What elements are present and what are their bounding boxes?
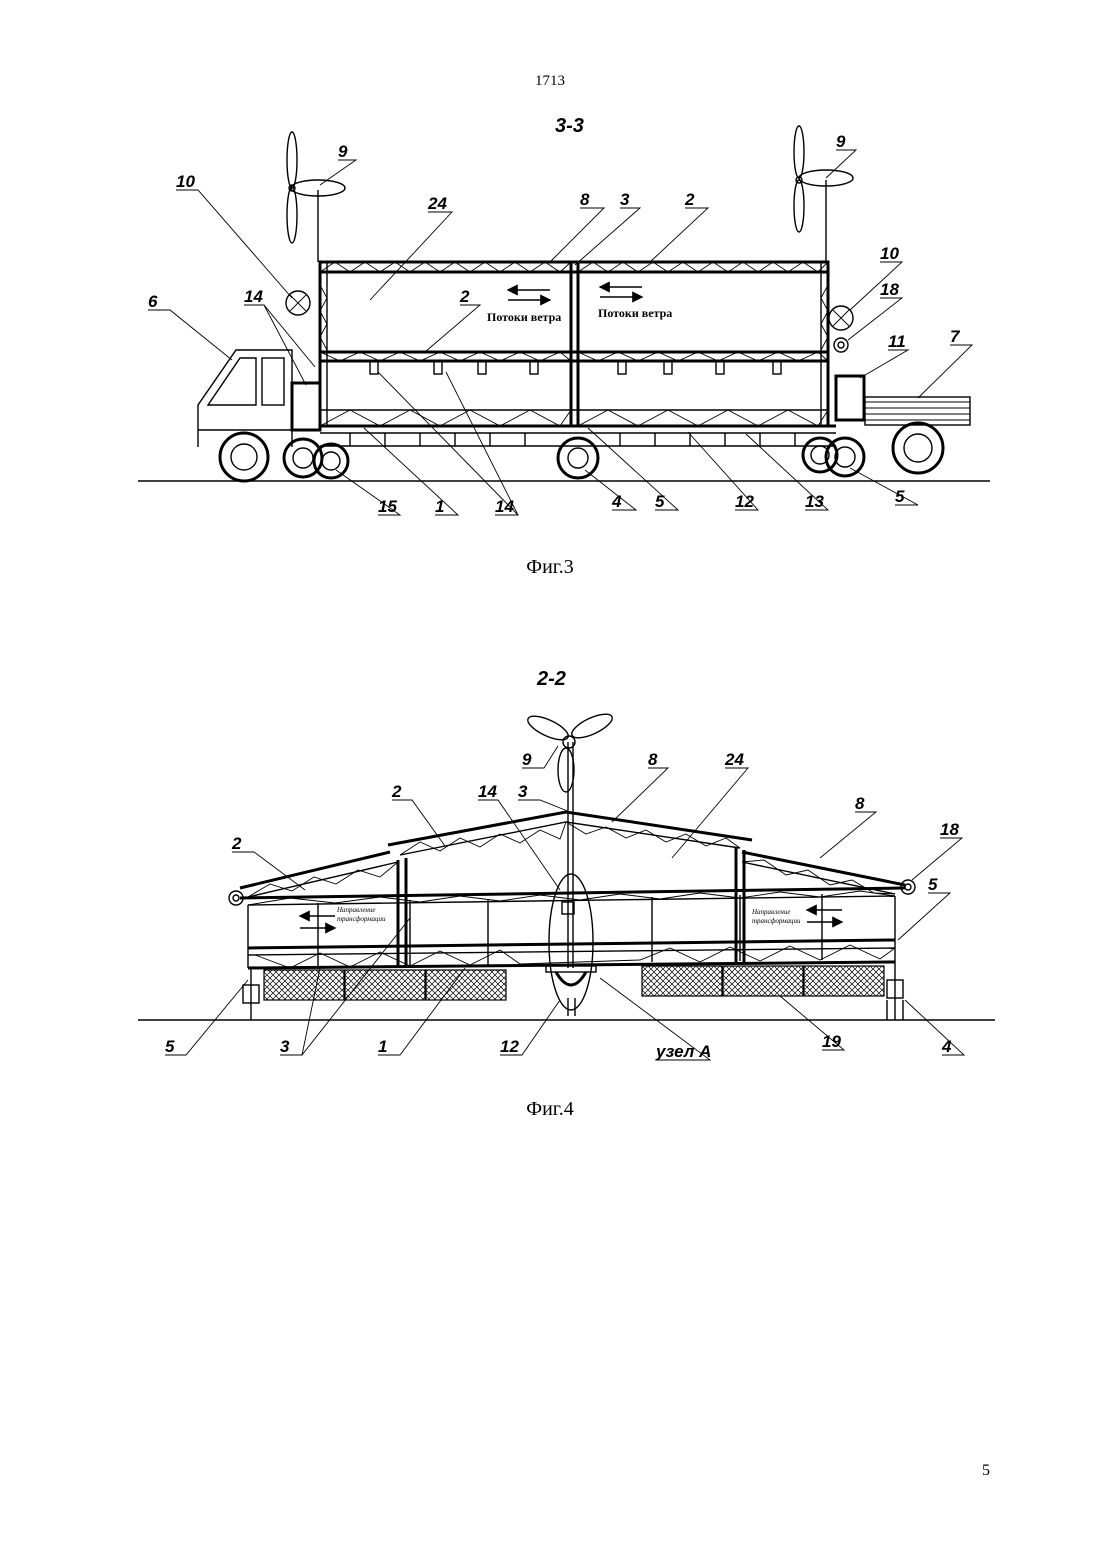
fig4-label-2-top: 2 bbox=[391, 782, 402, 801]
fig3-label-8: 8 bbox=[580, 190, 590, 209]
fig3-label-10-left: 10 bbox=[176, 172, 195, 191]
fig3-label-13: 13 bbox=[805, 492, 824, 511]
fig3-wind-note-right: Потоки ветра bbox=[598, 306, 672, 320]
fig3-label-12: 12 bbox=[735, 492, 754, 511]
fig3-label-2-top: 2 bbox=[684, 190, 695, 209]
fig3-battery-left bbox=[292, 383, 320, 430]
fig3-label-5-mid: 5 bbox=[655, 492, 665, 511]
fig4-transform-note-right-2: трансформации bbox=[752, 917, 801, 925]
figure4-drawing: 2-2 bbox=[138, 668, 995, 1061]
fig4-wind-turbine bbox=[525, 709, 616, 792]
page-number: 5 bbox=[982, 1462, 990, 1480]
fig4-label-4: 4 bbox=[941, 1037, 952, 1056]
fig3-wheels bbox=[220, 423, 943, 481]
fig4-section-label: 2-2 bbox=[536, 668, 566, 690]
fig3-label-2-mid: 2 bbox=[459, 287, 470, 306]
fig4-label-3-bottom: 3 bbox=[280, 1037, 290, 1056]
fig3-label-10-right: 10 bbox=[880, 244, 899, 263]
fig3-main-frame bbox=[320, 262, 828, 426]
fig3-label-7: 7 bbox=[950, 327, 961, 346]
fig4-transform-note-left-2: трансформации bbox=[337, 915, 386, 923]
fig4-leader-lines bbox=[165, 746, 964, 1060]
fig4-label-5-right: 5 bbox=[928, 875, 938, 894]
fig3-wind-turbine-left bbox=[287, 132, 345, 262]
fig3-section-label: 3-3 bbox=[555, 115, 584, 137]
fig3-wind-arrows bbox=[508, 287, 642, 300]
fig3-nozzles bbox=[370, 361, 781, 374]
fig3-label-5-right: 5 bbox=[895, 487, 905, 506]
fig3-label-3: 3 bbox=[620, 190, 630, 209]
fig3-label-11: 11 bbox=[888, 332, 906, 351]
fig4-label-5-left: 5 bbox=[165, 1037, 175, 1056]
fig4-label-1: 1 bbox=[378, 1037, 387, 1056]
fig4-transform-note-right-1: Направление bbox=[751, 908, 791, 916]
fig3-label-6: 6 bbox=[148, 292, 158, 311]
figure3-drawing: 3-3 bbox=[138, 115, 990, 516]
fig3-label-9-left: 9 bbox=[338, 142, 348, 161]
fig4-label-2-left: 2 bbox=[231, 834, 242, 853]
fig3-label-1: 1 bbox=[435, 497, 444, 516]
fig4-main-frame bbox=[240, 742, 905, 968]
fig3-label-15: 15 bbox=[378, 497, 397, 516]
fig4-label-19: 19 bbox=[822, 1032, 841, 1051]
fig4-node-label: узел А bbox=[655, 1042, 711, 1061]
fig4-label-24: 24 bbox=[724, 750, 744, 769]
fig3-label-24: 24 bbox=[427, 194, 447, 213]
figure3-caption: Фиг.3 bbox=[0, 556, 1100, 579]
fig4-label-18: 18 bbox=[940, 820, 959, 839]
fig4-label-8-right: 8 bbox=[855, 794, 865, 813]
fig3-leader-lines bbox=[148, 150, 972, 515]
fig3-base-platform bbox=[320, 426, 836, 446]
fig3-label-9-right: 9 bbox=[836, 132, 846, 151]
fig4-label-9: 9 bbox=[522, 750, 532, 769]
fig4-transform-note-left-1: Направление bbox=[336, 906, 376, 914]
fig4-label-14: 14 bbox=[478, 782, 497, 801]
fig3-label-14-bottom: 14 bbox=[495, 497, 514, 516]
fig3-label-18: 18 bbox=[880, 280, 899, 299]
fig3-label-4: 4 bbox=[611, 492, 622, 511]
fig3-battery-right bbox=[836, 376, 864, 420]
fig4-label-3-top: 3 bbox=[518, 782, 528, 801]
fig4-label-8-top: 8 bbox=[648, 750, 658, 769]
figure4-caption: Фиг.4 bbox=[0, 1098, 1100, 1121]
fig4-label-12: 12 bbox=[500, 1037, 519, 1056]
fig3-wind-note-left: Потоки ветра bbox=[487, 310, 561, 324]
fig3-label-14-top: 14 bbox=[244, 287, 263, 306]
fig3-trailer bbox=[865, 397, 970, 425]
